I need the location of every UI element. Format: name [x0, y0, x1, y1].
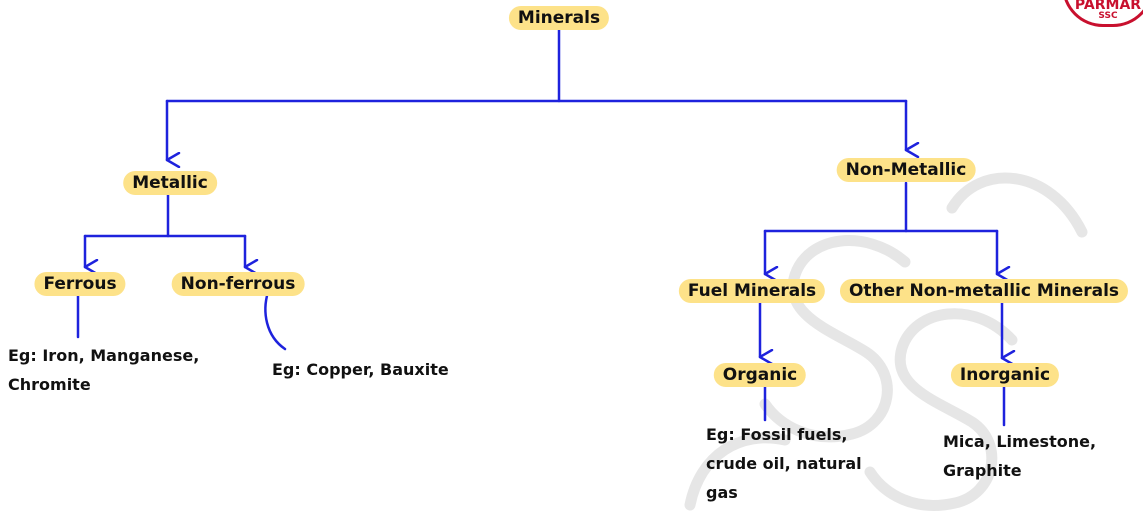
example-line: Chromite: [8, 375, 91, 394]
node-inorganic: Inorganic: [950, 363, 1060, 387]
example-line: crude oil, natural: [706, 454, 862, 473]
logo-subtext: SSC: [1098, 11, 1118, 21]
watermark-letter-c: [946, 172, 1088, 238]
example-line: Graphite: [943, 461, 1022, 480]
node-non-ferrous: Non-ferrous: [171, 272, 305, 296]
node-metallic: Metallic: [123, 171, 217, 195]
connector-non-ferrous-example: [264, 290, 287, 351]
example-line: Eg: Iron, Manganese,: [8, 346, 200, 365]
watermark-arc: [684, 432, 791, 511]
node-non-metallic: Non-Metallic: [836, 158, 976, 182]
example-inorganic: Mica, Limestone, Graphite: [943, 427, 1096, 485]
logo-text: PARMAR: [1074, 0, 1142, 13]
watermark-letter-s: [759, 235, 911, 443]
node-organic: Organic: [713, 363, 807, 387]
example-line: gas: [706, 483, 738, 502]
watermark-letter-s: [864, 308, 1018, 511]
node-minerals: Minerals: [508, 6, 610, 30]
example-ferrous: Eg: Iron, Manganese, Chromite: [8, 341, 199, 399]
example-non-ferrous: Eg: Copper, Bauxite: [272, 355, 449, 384]
example-line: Mica, Limestone,: [943, 432, 1097, 451]
node-other-non-metallic: Other Non-metallic Minerals: [839, 279, 1129, 303]
example-organic: Eg: Fossil fuels, crude oil, natural gas: [706, 420, 862, 507]
example-line: Eg: Fossil fuels,: [706, 425, 848, 444]
node-ferrous: Ferrous: [34, 272, 126, 296]
example-line: Eg: Copper, Bauxite: [272, 360, 449, 379]
node-fuel-minerals: Fuel Minerals: [678, 279, 826, 303]
